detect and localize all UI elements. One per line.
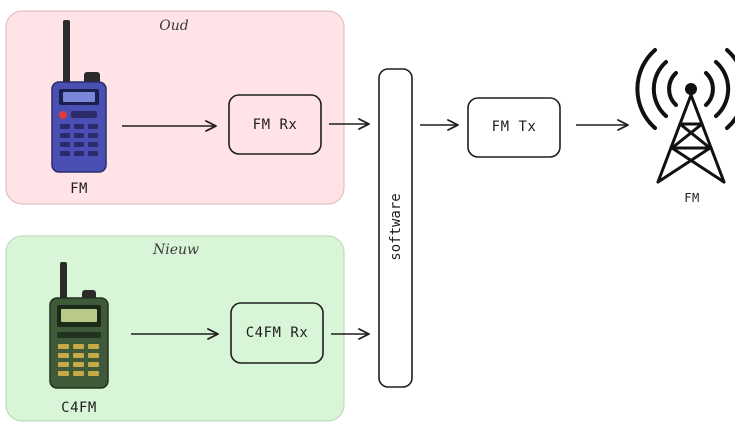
- group-new-title: Nieuw: [152, 242, 200, 258]
- fm-tx-box: [467, 97, 561, 158]
- handheld-radio-icon: [51, 20, 107, 173]
- c4fm-rx-box: [230, 302, 324, 364]
- fm-rx-label: FM Rx: [252, 117, 298, 133]
- fm-rx-box: [228, 94, 322, 155]
- software-label: software: [388, 193, 404, 261]
- c4fm-rx-label: C4FM Rx: [245, 325, 309, 341]
- radio-tower-icon: [635, 48, 735, 184]
- group-old-title: Oud: [159, 18, 189, 34]
- tower-fm-label: FM: [684, 191, 700, 205]
- fm-tx-label: FM Tx: [491, 119, 537, 135]
- radio-c4fm-label: C4FM: [61, 400, 97, 416]
- software-box: [378, 68, 413, 388]
- radio-fm-label: FM: [70, 181, 88, 197]
- handheld-radio-icon: [49, 262, 109, 389]
